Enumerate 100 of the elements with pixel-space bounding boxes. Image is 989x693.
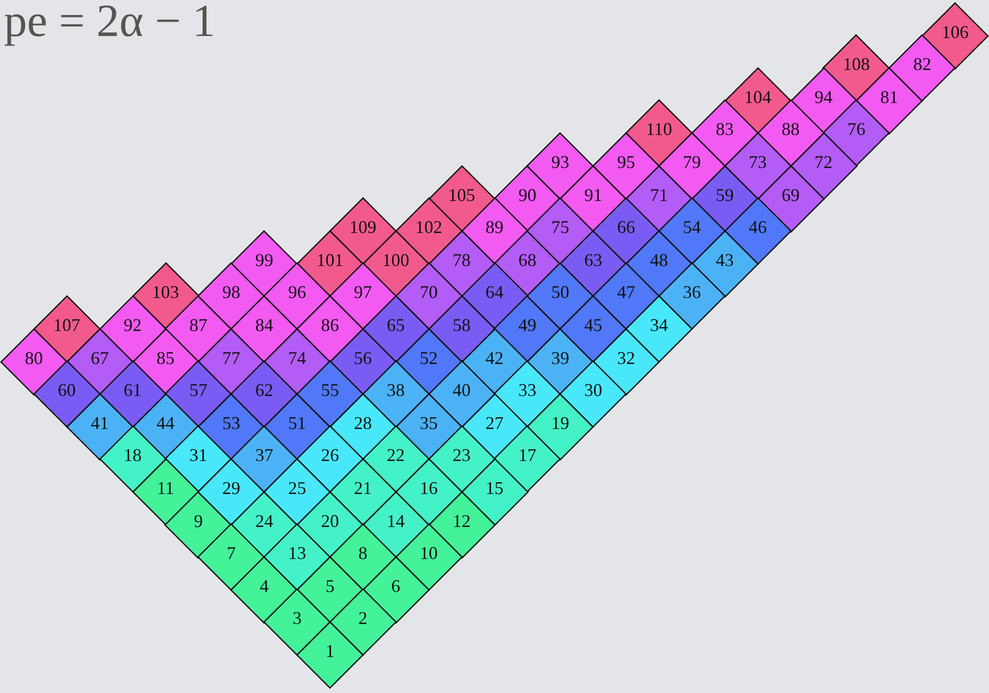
tile-number: 92 <box>124 316 142 334</box>
tile-number: 70 <box>420 283 438 302</box>
tile-number: 34 <box>650 316 668 334</box>
tile-number: 110 <box>646 120 672 138</box>
tile-number: 38 <box>386 381 405 400</box>
tile-number: 64 <box>486 283 504 302</box>
tile-number: 90 <box>518 186 536 204</box>
tile-number: 53 <box>222 414 240 432</box>
tile-number: 59 <box>716 186 734 204</box>
tile-number: 58 <box>452 316 471 334</box>
tile-number: 78 <box>452 250 471 269</box>
tile-number: 105 <box>448 186 476 204</box>
tile-number: 67 <box>90 348 109 367</box>
tile-number: 103 <box>152 283 179 302</box>
tile-number: 97 <box>354 283 372 302</box>
tile-number: 82 <box>913 55 932 74</box>
tile-number: 75 <box>551 218 570 236</box>
tile-number: 19 <box>551 414 570 432</box>
tile-number: 4 <box>260 576 269 595</box>
tile-number: 83 <box>716 120 734 138</box>
tile-number: 9 <box>194 512 203 530</box>
tile-number: 46 <box>748 218 767 236</box>
tile-number: 41 <box>90 414 109 432</box>
tile-number: 60 <box>58 381 76 400</box>
tile-number: 44 <box>156 414 174 432</box>
tile-number: 6 <box>391 576 400 595</box>
tile-number: 54 <box>682 218 701 236</box>
tile-number: 1 <box>326 642 334 660</box>
tile-number: 95 <box>617 153 636 172</box>
tile-number: 30 <box>584 381 602 400</box>
tile-number: 106 <box>942 22 969 41</box>
tile-number: 32 <box>617 348 636 367</box>
tile-number: 40 <box>452 381 471 400</box>
tile-number: 56 <box>354 348 372 367</box>
tile-number: 12 <box>452 512 471 530</box>
tile-number: 89 <box>486 218 504 236</box>
tile-number: 27 <box>486 414 504 432</box>
tile-number: 7 <box>226 544 236 562</box>
tile-number: 23 <box>452 446 471 464</box>
tile-number: 80 <box>24 348 43 367</box>
tile-number: 25 <box>288 479 306 498</box>
tile-number: 14 <box>386 512 405 530</box>
tile-number: 87 <box>189 316 208 334</box>
tile-number: 102 <box>415 218 442 236</box>
tile-number: 3 <box>292 609 302 628</box>
tile-number: 11 <box>156 479 174 498</box>
tile-number: 37 <box>255 446 274 464</box>
tile-number: 24 <box>255 512 274 530</box>
tile-number: 63 <box>584 250 602 269</box>
tile-number: 49 <box>518 316 536 334</box>
tile-number: 69 <box>782 186 800 204</box>
tile-number: 86 <box>321 316 339 334</box>
tile-number: 81 <box>880 88 898 106</box>
tile-number: 31 <box>189 446 208 464</box>
tile-number: 79 <box>682 153 701 172</box>
tile-number: 10 <box>420 544 438 562</box>
tile-number: 55 <box>321 381 339 400</box>
tile-number: 5 <box>326 576 334 595</box>
tile-number: 84 <box>255 316 274 334</box>
tile-number: 36 <box>682 283 701 302</box>
tile-number: 47 <box>617 283 636 302</box>
tile-number: 20 <box>321 512 339 530</box>
tile-number: 22 <box>386 446 405 464</box>
tile-number: 15 <box>486 479 504 498</box>
tile-number: 42 <box>486 348 504 367</box>
tile-number: 96 <box>288 283 306 302</box>
tile-number: 94 <box>814 88 832 106</box>
tile-number: 65 <box>386 316 405 334</box>
tile-number: 18 <box>124 446 142 464</box>
tile-number: 98 <box>222 283 240 302</box>
tile-number: 68 <box>518 250 536 269</box>
tile-number: 104 <box>744 88 772 106</box>
tile-number: 77 <box>222 348 240 367</box>
tile-number: 13 <box>288 544 306 562</box>
tile-number: 101 <box>316 250 344 269</box>
tile-number: 85 <box>156 348 174 367</box>
tile-number: 72 <box>814 153 832 172</box>
tile-number: 28 <box>354 414 372 432</box>
tile-number: 71 <box>650 186 668 204</box>
tile-number: 91 <box>584 186 602 204</box>
tile-number: 100 <box>382 250 410 269</box>
tile-number: 108 <box>842 55 870 74</box>
tile-number: 21 <box>354 479 372 498</box>
tile-number: 66 <box>617 218 636 236</box>
tile-number: 76 <box>847 120 866 138</box>
tile-number: 8 <box>358 544 368 562</box>
tile-number: 26 <box>321 446 339 464</box>
tile-number: 33 <box>518 381 536 400</box>
tile-number: 43 <box>716 250 734 269</box>
tile-number: 48 <box>650 250 668 269</box>
tile-number: 50 <box>551 283 570 302</box>
tile-number: 2 <box>358 609 368 628</box>
tile-number: 39 <box>551 348 570 367</box>
tile-number: 99 <box>255 250 274 269</box>
tile-number: 45 <box>584 316 602 334</box>
tile-number: 17 <box>518 446 536 464</box>
tile-number: 57 <box>189 381 208 400</box>
tile-number: 51 <box>288 414 306 432</box>
tile-number: 16 <box>420 479 438 498</box>
tile-number: 107 <box>53 316 80 334</box>
